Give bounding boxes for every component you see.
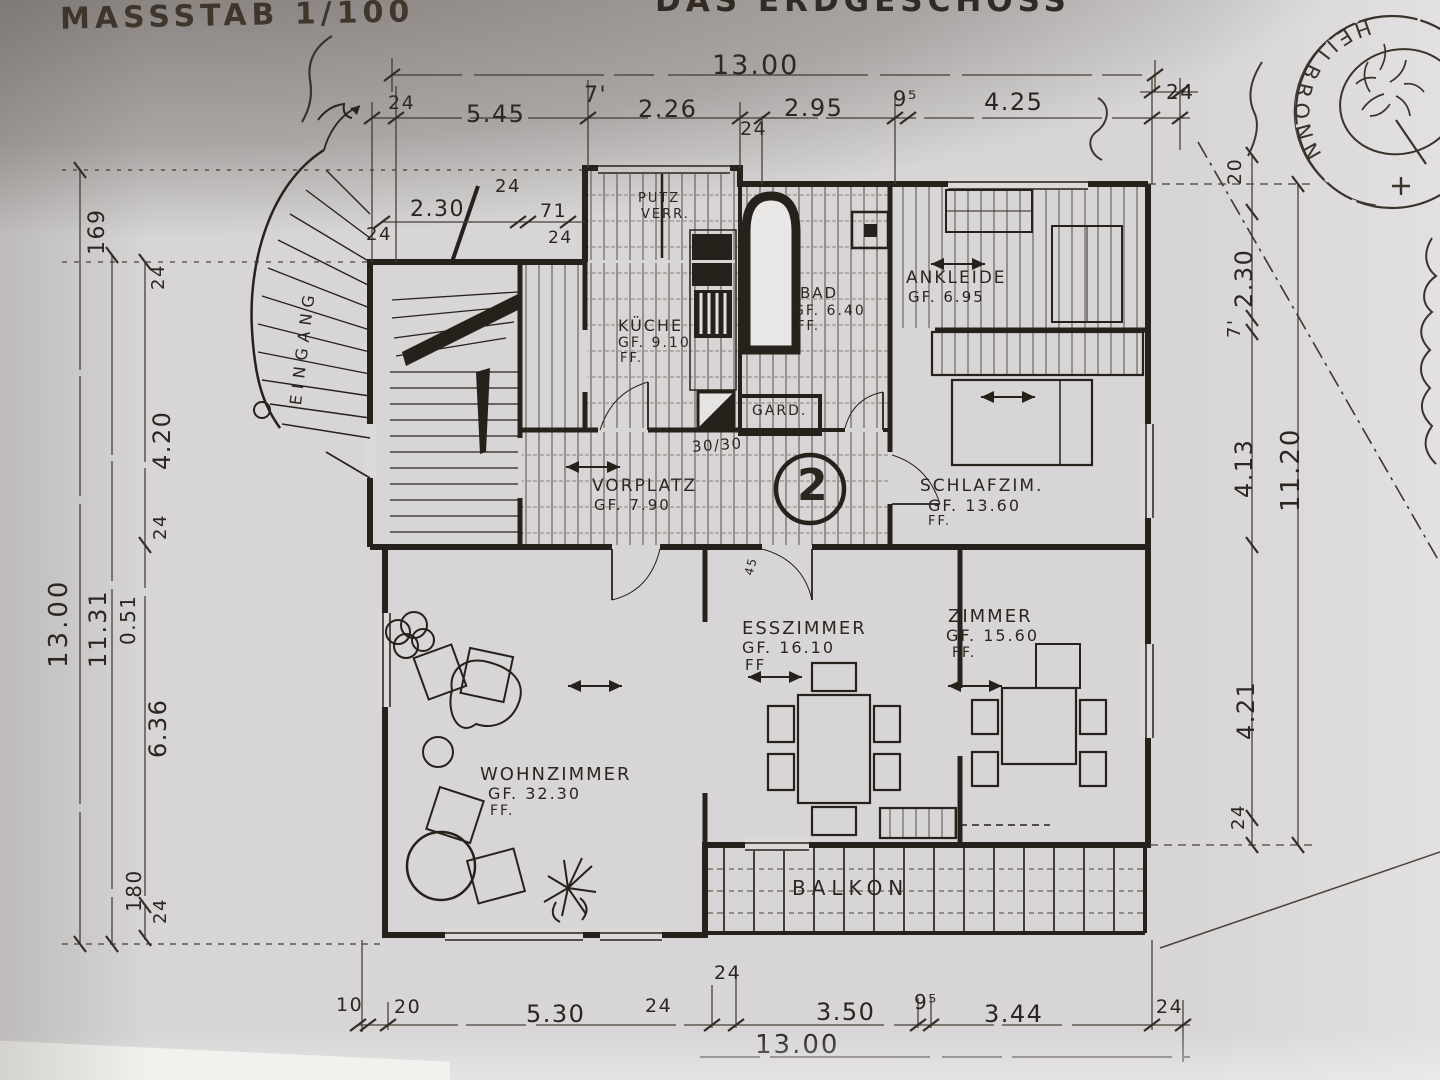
room-balkon-name: BALKON <box>792 876 910 900</box>
room-zimmer-name: ZIMMER <box>948 606 1033 627</box>
dim-bot-24b: 24 <box>714 962 742 984</box>
dim-top-24c: 24 <box>1166 80 1195 104</box>
dim-bot-24a: 24 <box>645 995 673 1017</box>
svg-text:HEILBRONN: HEILBRONN <box>1289 15 1374 171</box>
dim-left-636: 6.36 <box>144 698 172 758</box>
dim-left-180: 180 <box>122 869 146 912</box>
plant-icon <box>543 857 597 923</box>
heilbronn-stamp: HEILBRONN <box>1289 15 1440 210</box>
dim-bot-530: 5.30 <box>526 1000 586 1028</box>
dim-right-24: 24 <box>1228 804 1249 830</box>
dim-bot-95: 9⁵ <box>914 990 938 1014</box>
interior-staircase <box>390 291 519 533</box>
room-bad-name: BAD <box>800 284 839 302</box>
dim-right-20: 20 <box>1224 157 1246 185</box>
dim-left-169: 169 <box>85 208 110 256</box>
room-bad-gf: GF. 6.40 <box>793 303 866 319</box>
zimmer-furniture <box>970 643 1108 788</box>
dim-top-545: 5.45 <box>466 100 526 128</box>
room-bad-ff: FF. <box>797 319 820 334</box>
room-vorplatz-name: VORPLATZ <box>592 476 697 496</box>
room-zimmer-ff: FF. <box>952 645 977 661</box>
page-title: DAS ERDGESCHOSS <box>655 0 1071 19</box>
dining-furniture <box>766 661 958 840</box>
room-esszimmer-ff: FF <box>745 656 767 674</box>
dim-top-24b: 24 <box>740 118 768 140</box>
unit-number-circle <box>773 452 847 526</box>
room-schlafzimmer-gf: GF. 13.60 <box>928 496 1022 515</box>
dim-top-7: 7' <box>584 83 608 108</box>
room-kueche-name: KÜCHE <box>618 316 684 335</box>
dim-bot-10: 10 <box>336 994 364 1016</box>
signature-scribble <box>1420 237 1438 465</box>
shaft-30x30 <box>696 390 736 430</box>
room-putz-line1: PUTZ <box>638 191 681 206</box>
dim-bot-20: 20 <box>394 996 422 1018</box>
dim-left-24c: 24 <box>150 898 171 924</box>
stamp-city-text: HEILBRONN <box>1289 15 1367 171</box>
dim-top-overall: 13.00 <box>712 50 800 81</box>
dim-bot-24c: 24 <box>1156 996 1184 1018</box>
scale-label: MASSSTAB 1/100 <box>59 0 415 37</box>
dim-bot-344: 3.44 <box>984 1000 1044 1028</box>
dim-left-1131: 11.31 <box>84 589 112 668</box>
dim-right-413: 4.13 <box>1230 438 1258 498</box>
room-schlafzimmer-name: SCHLAFZIM. <box>920 476 1044 496</box>
gard-size: 30/30 <box>691 434 744 456</box>
room-vorplatz-gf: GF. 7.90 <box>594 496 671 514</box>
dim-int-71: 71 <box>540 200 568 222</box>
dim-top-425: 4.25 <box>984 88 1044 116</box>
dim-left-24a: 24 <box>148 264 169 290</box>
dim-left-420: 4.20 <box>148 410 176 470</box>
room-putz-line2: VERR. <box>641 207 690 222</box>
dim-bot-350: 3.50 <box>816 998 876 1026</box>
room-wohnzimmer-ff: FF. <box>490 803 515 819</box>
dim-left-1300: 13.00 <box>44 578 74 668</box>
dim-top-226: 2.26 <box>638 95 698 123</box>
dim-int-24c: 24 <box>548 228 573 248</box>
dim-top-95: 9⁵ <box>893 87 918 111</box>
dim-right-1120: 11.20 <box>1276 427 1306 512</box>
room-gard-name: GARD. <box>752 403 808 419</box>
bathtub <box>741 191 801 355</box>
dim-int-230: 2.30 <box>410 197 465 222</box>
dim-bot-overall: 13.00 <box>755 1030 840 1060</box>
unit-number: 2 <box>797 460 830 511</box>
dim-int-24b: 24 <box>495 176 521 197</box>
dim-right-7: 7' <box>1224 318 1245 338</box>
dim-right-230: 2.30 <box>1230 248 1258 308</box>
room-kueche-ff: FF. <box>620 351 643 366</box>
dim-int-24a: 24 <box>366 224 392 245</box>
entrance-stairs <box>250 102 371 439</box>
room-esszimmer-gf: GF. 16.10 <box>742 638 836 657</box>
room-ankleide-name: ANKLEIDE <box>906 268 1007 288</box>
room-esszimmer-name: ESSZIMMER <box>742 618 867 639</box>
room-wohnzimmer-name: WOHNZIMMER <box>480 764 632 785</box>
dim-left-051: 0.51 <box>116 594 140 645</box>
dim-top-295: 2.95 <box>784 94 844 122</box>
dim-left-24b: 24 <box>150 514 171 540</box>
room-ankleide-gf: GF. 6.95 <box>908 288 985 306</box>
room-wohnzimmer-gf: GF. 32.30 <box>488 784 582 803</box>
room-schlafzimmer-ff: FF. <box>928 514 951 529</box>
living-furniture <box>385 611 597 923</box>
dim-right-421: 4.21 <box>1232 680 1260 740</box>
room-kueche-gf: GF. 9.10 <box>618 335 691 351</box>
room-zimmer-gf: GF. 15.60 <box>946 626 1040 645</box>
dim-top-24a: 24 <box>388 92 416 114</box>
stamp-tree-icon <box>1355 43 1427 165</box>
